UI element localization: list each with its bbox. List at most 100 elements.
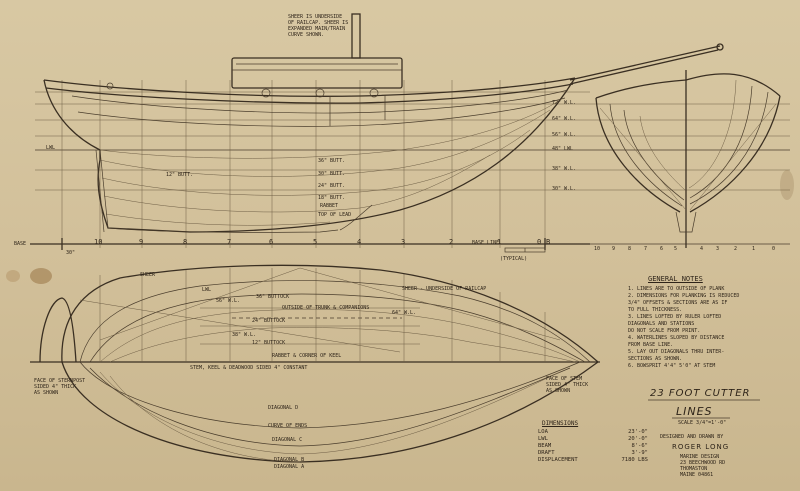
- wl-label: 30" W.L.: [552, 186, 577, 192]
- lwl-plan-label: LWL: [202, 287, 212, 293]
- station-number: 0: [537, 238, 542, 246]
- wl-label: 56" W.L.: [552, 132, 577, 138]
- buttock-36-label: 36" BUTTOCK: [256, 294, 290, 300]
- base-label: BASE: [14, 241, 27, 247]
- lwl-label: LWL: [46, 145, 56, 151]
- dim-label: 30": [66, 250, 76, 256]
- sheer-underside-label: SHEER - UNDERSIDE OF RAILCAP: [402, 286, 487, 292]
- station-number: 7: [227, 238, 232, 246]
- mast-stub: [351, 13, 361, 59]
- buttock-label: 30" BUTT.: [318, 171, 346, 177]
- general-note-item: DO NOT SCALE FROM PRINT.: [628, 328, 701, 334]
- general-note-item: FROM BASE LINE.: [628, 342, 674, 348]
- face-stem-line: SIDED 4" THICK: [546, 382, 589, 388]
- profile-waterlines: [30, 91, 590, 245]
- dimension-row: LOA 23'-0": [538, 429, 648, 436]
- station-number: 5: [313, 238, 318, 246]
- body-station-number: 6: [660, 246, 664, 252]
- rabbet-label: RABBET: [320, 203, 339, 209]
- body-plan: [590, 70, 790, 248]
- sheer-note: SHEER IS UNDERSIDE OF RAILCAP. SHEER IS …: [288, 14, 348, 38]
- top-of-lead-label: TOP OF LEAD: [318, 212, 352, 218]
- dimension-row: DISPLACEMENT 7180 LBS: [538, 457, 648, 464]
- buttock-label: 24" BUTT.: [318, 183, 346, 189]
- face-transom-line: FACE OF STERNPOST: [34, 378, 86, 384]
- station-number: 3: [401, 238, 406, 246]
- diagonal-d-label: DIAGONAL D: [268, 405, 299, 411]
- body-station-number: 9: [612, 246, 616, 252]
- stain-mark: [6, 270, 20, 282]
- curve-of-ends-label: CURVE OF ENDS: [268, 423, 308, 429]
- body-station-number: 1: [752, 246, 756, 252]
- title-block: [648, 399, 760, 419]
- general-note-item: TO FULL THICKNESS.: [628, 307, 683, 313]
- half-breadth-plan: [30, 264, 600, 463]
- dimension-row: DRAFT 3'-9": [538, 450, 648, 457]
- dim-value: 23'-0": [628, 429, 648, 435]
- general-notes-heading: GENERAL NOTES: [648, 275, 703, 283]
- designed-by: DESIGNED AND DRAWN BY: [660, 434, 724, 440]
- general-note-item: 3/4" OFFSETS & SECTIONS ARE AS IF: [628, 300, 728, 306]
- hull-bottom-line: [43, 77, 576, 233]
- sheet-title: LINES: [676, 405, 713, 418]
- dim-key: LOA: [538, 429, 548, 435]
- diagonal-c-label: DIAGONAL C: [272, 437, 303, 443]
- face-transom-note: FACE OF STERNPOST SIDED 4" THICK AS SHOW…: [34, 378, 85, 396]
- address-line: MARINE DESIGN: [680, 454, 720, 460]
- dim-value: 7180 LBS: [621, 457, 649, 463]
- designer-name: ROGER LONG: [672, 443, 730, 451]
- dim-value: 3'-9": [631, 450, 648, 456]
- general-note-item: DIAGONALS AND STATIONS: [628, 321, 695, 327]
- rabbet-corner-label: RABBET & CORNER OF KEEL: [272, 353, 342, 359]
- station-number: 10: [94, 238, 103, 246]
- cabin-trunk: [231, 57, 403, 89]
- dim-key: DRAFT: [538, 450, 555, 456]
- station-number: 6: [269, 238, 274, 246]
- body-station-number: 8: [628, 246, 632, 252]
- buttock-24-label: 24" BUTTOCK: [252, 318, 286, 324]
- station-number: 8: [183, 238, 188, 246]
- face-transom-line: AS SHOWN: [34, 390, 59, 396]
- dim-key: DISPLACEMENT: [538, 457, 578, 463]
- face-stem-note: FACE OF STEM SIDED 4" THICK AS SHOWN: [546, 376, 588, 394]
- body-station-number: 7: [644, 246, 648, 252]
- dim-value: 20'-0": [628, 436, 648, 442]
- wl-label: 48" LWL: [552, 146, 574, 152]
- station-number: 9: [139, 238, 144, 246]
- wl-56-label: 56" W.L.: [216, 298, 241, 304]
- general-note-item: 2. DIMENSIONS FOR PLANKING IS REDUCED: [628, 293, 740, 299]
- keel-line: [107, 227, 339, 233]
- hull-sheer-line: [43, 77, 576, 97]
- general-note-item: SECTIONS AS SHOWN.: [628, 356, 683, 362]
- sheer-note-line: CURVE SHOWN.: [288, 32, 325, 38]
- dim-key: LWL: [538, 436, 548, 442]
- buttock-label: 18" BUTT.: [318, 195, 346, 201]
- body-station-number: 4: [700, 246, 704, 252]
- dimension-row: LWL 20'-0": [538, 436, 648, 443]
- face-stem-line: AS SHOWN: [546, 388, 571, 394]
- address-line: 23 BEECHWOOD RD: [680, 460, 726, 466]
- designer-address: MARINE DESIGN 23 BEECHWOOD RD THOMASTON …: [680, 454, 725, 478]
- stain-mark: [780, 170, 794, 200]
- buttock-label: 36" BUTT.: [318, 158, 346, 164]
- dimensions-heading: DIMENSIONS: [542, 420, 579, 427]
- body-station-number: 3: [716, 246, 720, 252]
- station-number: 4: [357, 238, 362, 246]
- base-line-label: BASE LINE: [472, 240, 500, 246]
- buttock-label: 12" BUTT.: [166, 172, 194, 178]
- wl-label: 72" W.L.: [552, 100, 577, 106]
- station-number: 1: [497, 238, 502, 246]
- body-station-number: 10: [594, 246, 601, 252]
- general-note-item: 3. LINES LOFTED BY RULER LOFTED: [628, 314, 722, 320]
- address-line: MAINE 04861: [680, 472, 714, 478]
- sheer-note-line: EXPANDED MAIN/TRAIN: [288, 26, 346, 32]
- sheer-label: SHEER: [140, 272, 156, 278]
- body-station-number: 5: [674, 246, 678, 252]
- trunk-label: OUTSIDE OF TRUNK & COMPANIONS: [282, 305, 370, 311]
- buttock-12-label: 12" BUTTOCK: [252, 340, 286, 346]
- body-station-number: 2: [734, 246, 738, 252]
